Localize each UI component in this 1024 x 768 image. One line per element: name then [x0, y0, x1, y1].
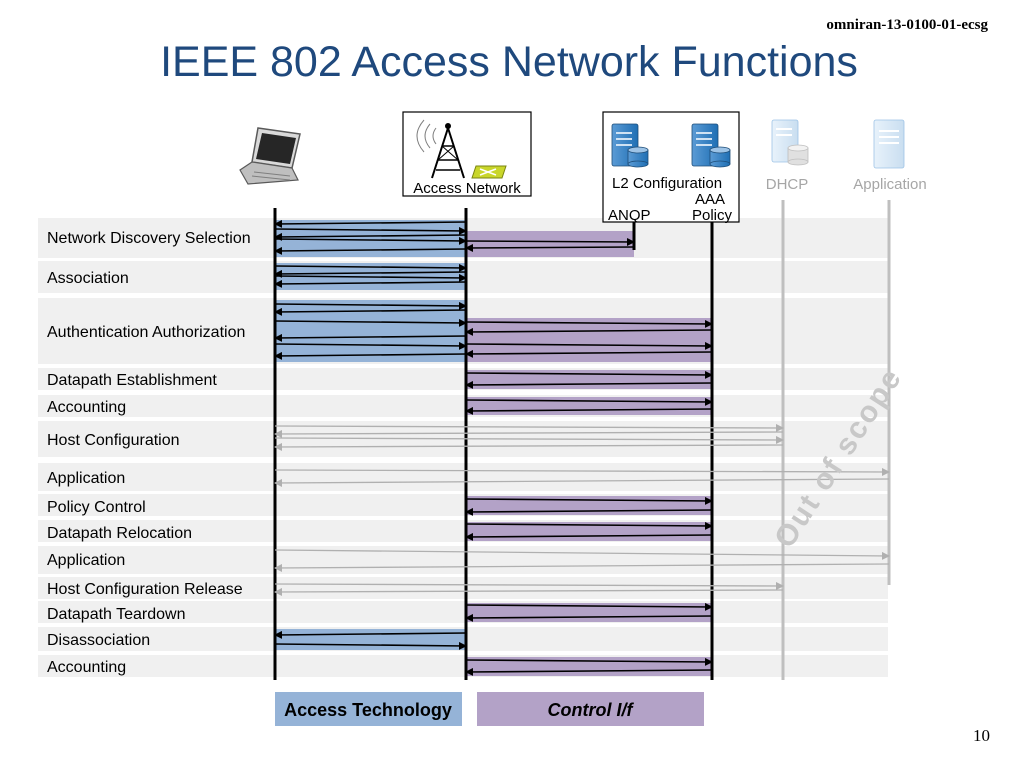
antenna-tower-icon: [416, 119, 465, 179]
message-arrow: [274, 429, 784, 438]
application-server-label: Application: [853, 176, 926, 193]
document-id: omniran-13-0100-01-ecsg: [826, 17, 988, 33]
function-label: Host Configuration Release: [47, 581, 243, 598]
function-row: [38, 494, 888, 516]
message-arrow: [465, 243, 635, 252]
message-arrow: [274, 219, 467, 228]
message-arrow: [274, 549, 890, 560]
message-arrow: [465, 380, 713, 389]
dhcp-label: DHCP: [766, 176, 809, 193]
function-row: [38, 395, 888, 417]
control-if-swatch: [477, 692, 704, 726]
control-if-band: [466, 318, 712, 362]
message-arrow: [274, 236, 467, 245]
function-label: Datapath Establishment: [47, 372, 217, 389]
message-arrow: [465, 327, 713, 336]
access-technology-band: [275, 629, 466, 650]
message-arrow: [465, 657, 713, 666]
switch-icon: [471, 165, 507, 179]
function-row: [38, 577, 888, 599]
message-arrow: [465, 319, 713, 328]
message-arrow: [274, 273, 467, 282]
message-arrow: [274, 467, 890, 476]
message-arrow: [274, 318, 467, 327]
message-arrow: [274, 478, 890, 487]
function-label: Accounting: [47, 399, 126, 416]
message-arrow: [274, 307, 467, 316]
control-if-label: Control I/f: [548, 700, 635, 720]
message-arrow: [274, 630, 467, 639]
database-icon: [787, 144, 809, 166]
message-arrow: [465, 521, 713, 530]
function-label: Network Discovery Selection: [47, 230, 251, 247]
function-row: [38, 546, 888, 574]
message-arrow: [274, 351, 467, 360]
message-arrow: [274, 641, 467, 650]
access-network-label: Access Network: [413, 180, 521, 197]
database-icon: [709, 146, 731, 168]
message-arrow: [274, 246, 467, 255]
function-row: [38, 463, 888, 491]
dhcp-node: DHCP: [766, 119, 809, 193]
policy-label: Policy: [692, 207, 733, 224]
message-arrow: [274, 435, 784, 444]
function-label: Accounting: [47, 659, 126, 676]
server-icon: [873, 119, 905, 169]
aaa-anqp-node: L2 Configuration AAA Policy ANQP: [602, 111, 740, 224]
message-arrow: [274, 442, 784, 451]
message-arrow: [465, 507, 713, 516]
message-arrow: [465, 406, 713, 415]
function-label: Host Configuration: [47, 432, 180, 449]
message-arrow: [274, 333, 467, 342]
anqp-label: ANQP: [608, 207, 651, 224]
message-arrow: [465, 532, 713, 541]
access-technology-label: Access Technology: [284, 700, 452, 720]
function-row: [38, 655, 888, 677]
slide-title: IEEE 802 Access Network Functions: [160, 38, 858, 86]
message-arrow: [274, 232, 467, 241]
message-arrow: [465, 496, 713, 505]
function-label: Datapath Relocation: [47, 525, 192, 542]
laptop-icon: [239, 127, 301, 185]
message-arrow: [274, 563, 890, 572]
function-label: Application: [47, 552, 125, 569]
message-arrow: [465, 602, 713, 611]
legend: Access Technology Control I/f: [275, 692, 704, 726]
access-technology-band: [275, 300, 466, 362]
access-network-node: Access Network: [402, 111, 532, 197]
function-label: Policy Control: [47, 499, 146, 516]
application-node: Application: [853, 119, 927, 193]
control-if-band: [466, 231, 634, 257]
message-arrow: [274, 581, 784, 590]
message-arrow: [465, 237, 635, 246]
function-label: Authentication Authorization: [47, 324, 245, 341]
database-icon: [627, 146, 649, 168]
message-arrow: [465, 349, 713, 358]
function-label: Association: [47, 270, 129, 287]
message-arrow: [465, 613, 713, 622]
message-arrow: [274, 423, 784, 432]
message-arrow: [274, 226, 467, 235]
l2-configuration-label: L2 Configuration: [612, 175, 722, 192]
message-arrow: [465, 667, 713, 676]
aaa-label: AAA: [695, 191, 725, 208]
message-arrow: [274, 269, 467, 278]
message-arrow: [465, 397, 713, 406]
access-technology-swatch: [275, 692, 462, 726]
message-arrow: [274, 301, 467, 310]
message-arrow: [274, 263, 467, 272]
message-arrow: [274, 279, 467, 288]
function-label: Disassociation: [47, 632, 150, 649]
message-arrow: [465, 370, 713, 379]
message-arrow: [274, 341, 467, 350]
page-number: 10: [973, 726, 990, 745]
message-arrow: [274, 587, 784, 596]
function-label: Application: [47, 470, 125, 487]
function-label: Datapath Teardown: [47, 606, 185, 623]
message-arrow: [465, 341, 713, 350]
